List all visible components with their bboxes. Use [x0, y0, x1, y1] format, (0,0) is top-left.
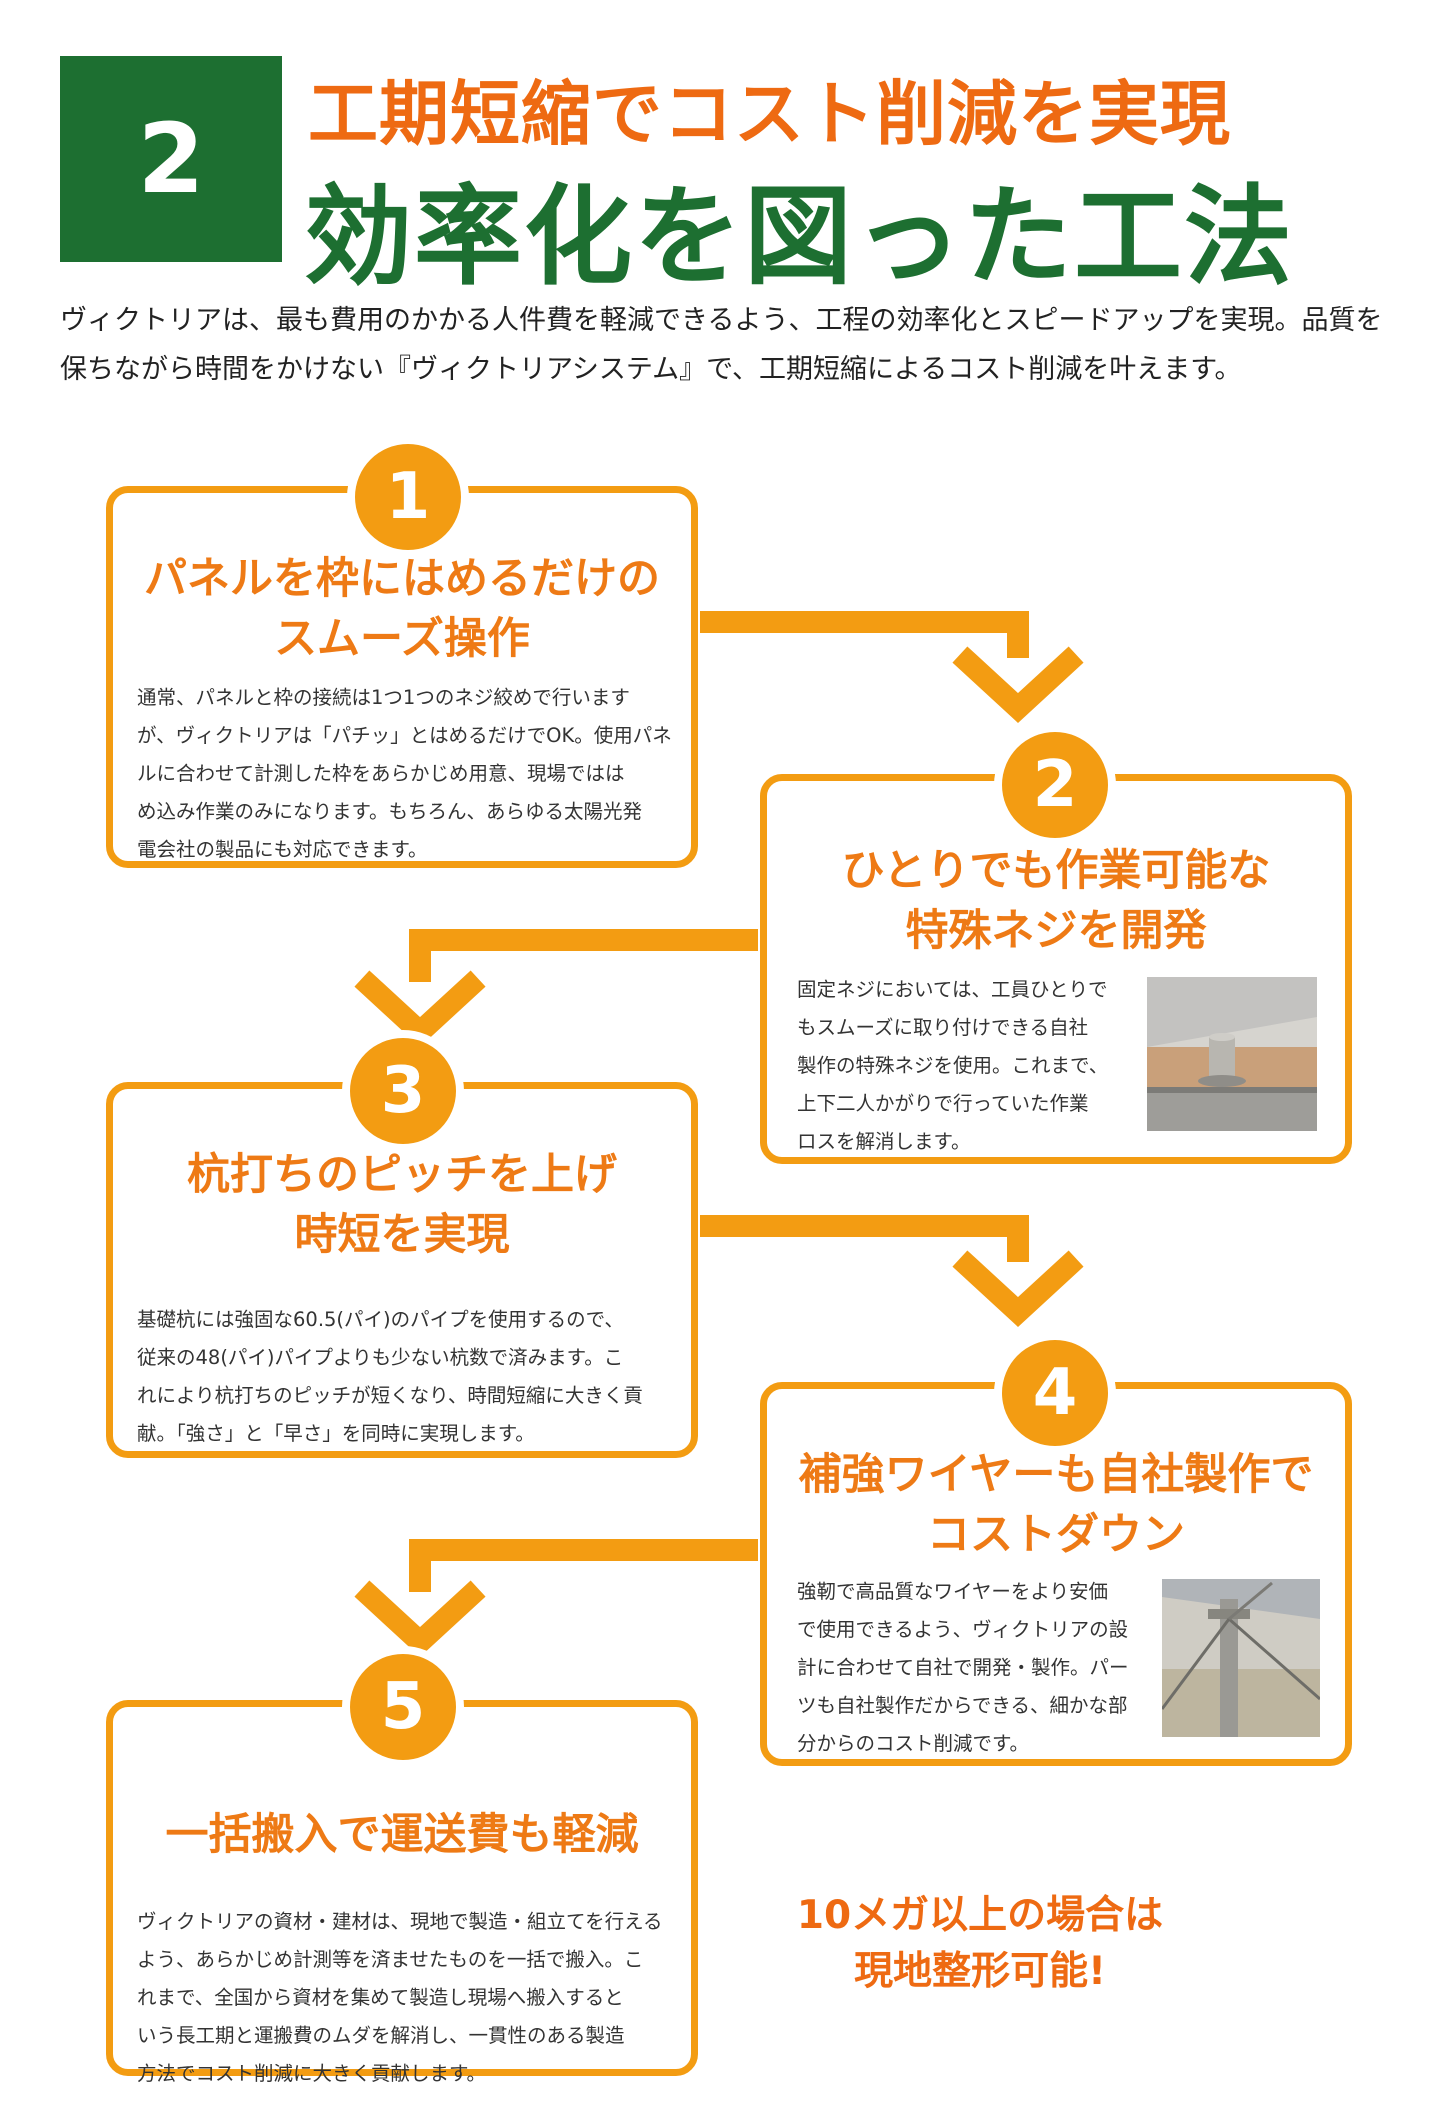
step-card-2: ひとりでも作業可能な 特殊ネジを開発 固定ネジにおいては、工員ひとりで もスムー…	[760, 774, 1352, 1164]
arrow-4-to-5	[409, 1539, 758, 1592]
intro-line: 保ちながら時間をかけない『ヴィクトリアシステム』で、工期短縮によるコスト削減を叶…	[60, 354, 1242, 385]
step-body: 基礎杭には強固な60.5(パイ)のパイプを使用するので、 従来の48(パイ)パイ…	[137, 1308, 643, 1445]
step-body: 通常、パネルと枠の接続は1つ1つのネジ絞めで行います が、ヴィクトリアは「パチッ…	[137, 686, 672, 861]
step-number-badge: 2	[1002, 732, 1108, 838]
wire-photo	[1162, 1579, 1320, 1737]
arrow-head-2	[354, 970, 486, 1047]
step-number-badge: 4	[1002, 1340, 1108, 1446]
arrow-2-to-3	[409, 929, 758, 982]
screw-photo	[1147, 977, 1317, 1131]
step-title: ひとりでも作業可能な 特殊ネジを開発	[841, 846, 1271, 956]
step-title: 補強ワイヤーも自社製作で コストダウン	[798, 1450, 1314, 1560]
arrow-head-4	[354, 1580, 486, 1657]
step-number-badge: 1	[355, 444, 461, 550]
step-title: 杭打ちのピッチを上げ 時短を実現	[187, 1150, 617, 1260]
section-title: 効率化を図った工法	[304, 175, 1295, 300]
step-number-badge: 5	[350, 1654, 456, 1760]
arrow-head-3	[952, 1250, 1084, 1327]
arrow-1-to-2	[700, 611, 1029, 658]
arrow-head-1	[952, 646, 1084, 723]
section-number-badge: 2	[60, 56, 282, 262]
step-card-4: 補強ワイヤーも自社製作で コストダウン 強靭で高品質なワイヤーをより安価 で使用…	[760, 1382, 1352, 1766]
arrow-3-to-4	[700, 1215, 1029, 1262]
step-number-badge: 3	[350, 1038, 456, 1144]
step-title: パネルを枠にはめるだけの スムーズ操作	[144, 554, 660, 664]
step-body: 固定ネジにおいては、工員ひとりで もスムーズに取り付けできる自社 製作の特殊ネジ…	[797, 978, 1109, 1153]
section-subtitle: 工期短縮でコスト削減を実現	[308, 73, 1231, 155]
intro-text: ヴィクトリアは、最も費用のかかる人件費を軽減できるよう、工程の効率化とスピードア…	[60, 296, 1400, 394]
intro-line: ヴィクトリアは、最も費用のかかる人件費を軽減できるよう、工程の効率化とスピードア…	[60, 305, 1383, 336]
step-body: 強靭で高品質なワイヤーをより安価 で使用できるよう、ヴィクトリアの設 計に合わせ…	[797, 1580, 1129, 1755]
step-body: ヴィクトリアの資材・建材は、現地で製造・組立てを行える よう、あらかじめ計測等を…	[137, 1910, 663, 2085]
step-title: 一括搬入で運送費も軽減	[165, 1810, 639, 1860]
local-forming-note: 10メガ以上の場合は 現地整形可能!	[796, 1893, 1164, 1994]
